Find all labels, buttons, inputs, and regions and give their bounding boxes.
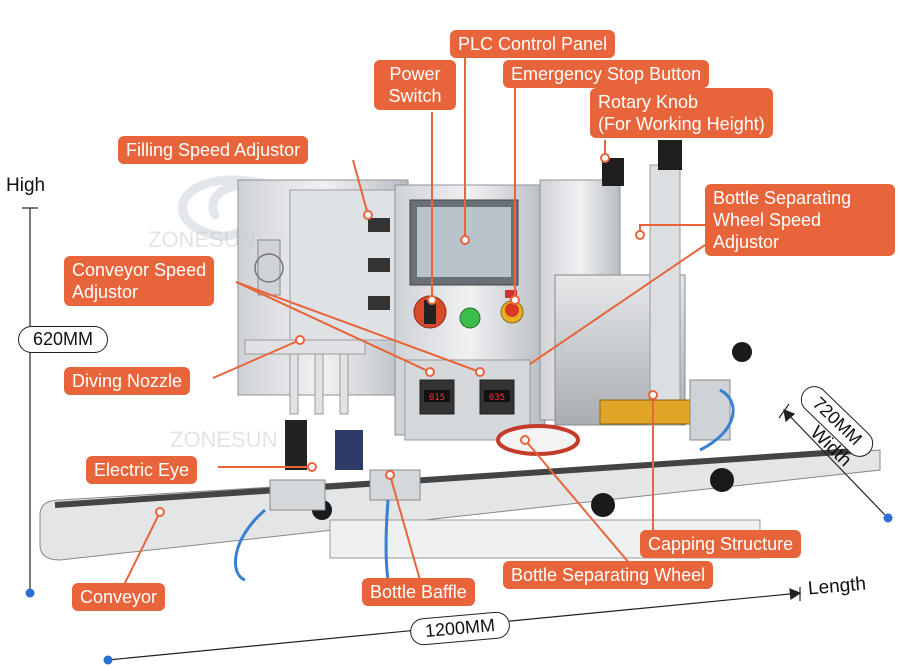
label-bottle-sep-speed: Bottle Separating Wheel Speed Adjustor (705, 184, 895, 256)
label-conveyor-speed-line1: Conveyor Speed (72, 260, 207, 280)
label-rotary-knob-line1: Rotary Knob (598, 92, 699, 112)
label-conveyor-speed: Conveyor Speed Adjustor (64, 256, 215, 306)
label-filling-speed: Filling Speed Adjustor (118, 136, 309, 164)
dimension-dots (25, 513, 893, 665)
display-right-readout: 035 (489, 393, 505, 403)
label-diving-nozzle: Diving Nozzle (64, 367, 191, 395)
dimension-height-value: 620MM (18, 326, 109, 353)
electric-eye-assembly (269, 420, 421, 511)
label-bottle-sep-speed-line2: Wheel Speed (713, 210, 822, 230)
label-bottle-sep-speed-line1: Bottle Separating (713, 188, 852, 208)
label-bottle-sep-speed-line3: Adjustor (713, 232, 780, 252)
conveyor-belt (39, 447, 881, 561)
label-power-switch-line1: Power (389, 64, 441, 84)
label-rotary-knob-line2: (For Working Height) (598, 114, 765, 134)
label-conveyor-speed-line2: Adjustor (72, 282, 139, 302)
leader-dots (155, 153, 658, 517)
label-power-switch-line2: Switch (388, 86, 442, 106)
label-capping-structure: Capping Structure (640, 530, 802, 558)
label-electric-eye: Electric Eye (86, 456, 198, 484)
label-power-switch: Power Switch (374, 60, 456, 110)
bottle-separating-wheel (496, 424, 580, 456)
label-conveyor: Conveyor (72, 583, 166, 611)
label-rotary-knob: Rotary Knob (For Working Height) (590, 88, 773, 138)
watermark-text-2: ZONESUN (170, 427, 278, 452)
label-plc-control-panel: PLC Control Panel (450, 30, 616, 58)
label-bottle-separating-wheel: Bottle Separating Wheel (503, 561, 714, 589)
label-emergency-stop: Emergency Stop Button (503, 60, 710, 88)
dimension-high-label: High (6, 175, 46, 196)
capping-assembly (539, 140, 752, 441)
diving-nozzles (244, 339, 366, 415)
control-panel-body: 015 035 (394, 184, 546, 441)
label-bottle-baffle: Bottle Baffle (362, 578, 475, 606)
watermark-text-1: ZONESUN (148, 227, 256, 252)
display-left-readout: 015 (429, 393, 445, 403)
